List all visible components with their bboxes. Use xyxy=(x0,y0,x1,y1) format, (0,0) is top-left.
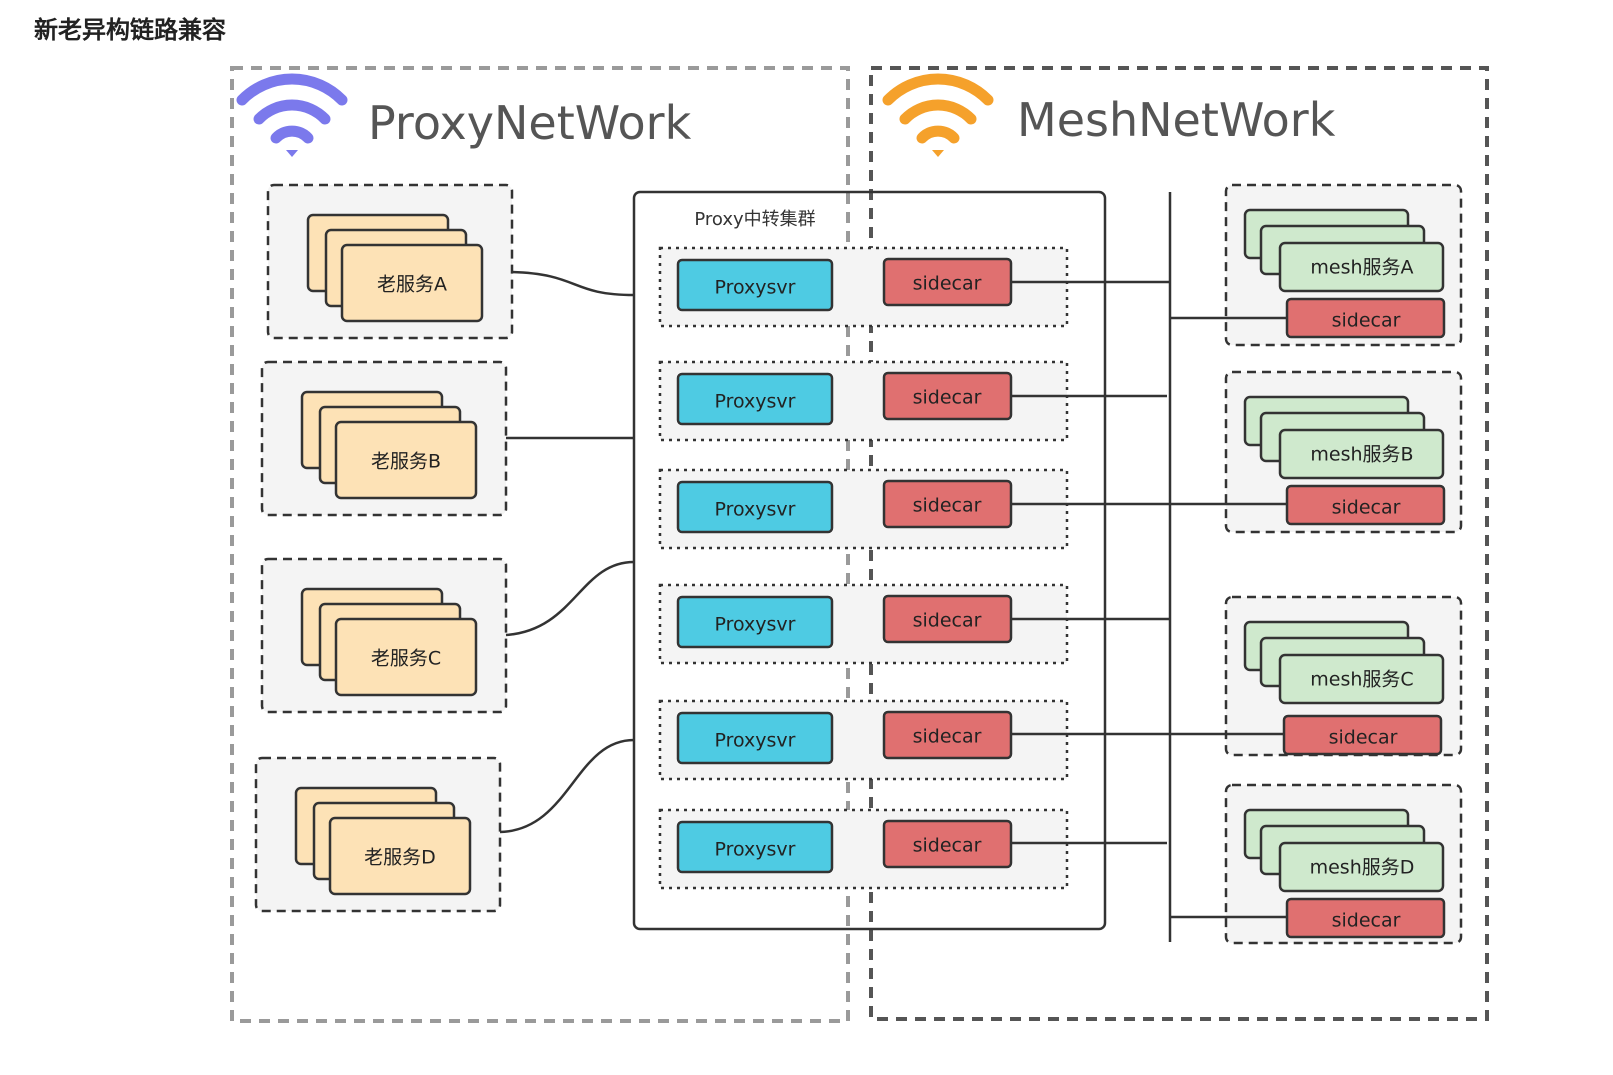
service-card-front xyxy=(1278,653,1445,705)
mesh-service-label: mesh服务D xyxy=(1310,857,1415,879)
proxy-cluster-title: Proxy中转集群 xyxy=(694,209,815,230)
connector-old-d xyxy=(499,738,635,834)
service-card-front xyxy=(328,816,472,896)
mesh-sidecar-label: sidecar xyxy=(1332,497,1401,519)
service-card-front xyxy=(1278,428,1445,480)
proxysvr-box xyxy=(676,595,834,649)
proxysvr-box xyxy=(676,258,834,312)
mesh-network-title: MeshNetWork xyxy=(1017,93,1336,147)
proxysvr-box xyxy=(676,480,834,534)
sidecar-label: sidecar xyxy=(913,273,982,295)
proxy-cluster xyxy=(632,190,1107,931)
proxysvr-label: Proxysvr xyxy=(714,730,795,752)
page-title: 新老异构链路兼容 xyxy=(34,16,226,44)
sidecar-label: sidecar xyxy=(913,835,982,857)
proxysvr-label: Proxysvr xyxy=(714,499,795,521)
connector-old-c xyxy=(505,560,635,637)
mesh-network-region xyxy=(869,66,1489,1021)
service-card-front xyxy=(1278,241,1445,293)
old-service-label: 老服务A xyxy=(377,274,447,296)
proxysvr-box xyxy=(676,372,834,426)
service-card-front xyxy=(1278,841,1445,893)
proxy-network-title: ProxyNetWork xyxy=(368,96,692,150)
old-service-label: 老服务B xyxy=(371,451,441,473)
service-card-front xyxy=(334,420,478,500)
mesh-sidecar-label: sidecar xyxy=(1332,310,1401,332)
mesh-wifi-icon xyxy=(882,73,994,157)
sidecar-label: sidecar xyxy=(913,387,982,409)
proxysvr-label: Proxysvr xyxy=(714,839,795,861)
service-card-front xyxy=(340,243,484,323)
proxy-wifi-icon xyxy=(236,73,348,157)
sidecar-label: sidecar xyxy=(913,726,982,748)
mesh-service-label: mesh服务B xyxy=(1310,444,1413,466)
mesh-service-label: mesh服务C xyxy=(1310,669,1413,691)
service-card-front xyxy=(334,617,478,697)
mesh-sidecar-label: sidecar xyxy=(1332,910,1401,932)
connector-old-a xyxy=(511,270,635,297)
old-service-label: 老服务D xyxy=(364,847,436,869)
sidecar-label: sidecar xyxy=(913,495,982,517)
sidecar-label: sidecar xyxy=(913,610,982,632)
proxysvr-label: Proxysvr xyxy=(714,614,795,636)
proxysvr-box xyxy=(676,820,834,874)
old-service-label: 老服务C xyxy=(371,648,441,670)
mesh-service-label: mesh服务A xyxy=(1310,257,1413,279)
proxysvr-label: Proxysvr xyxy=(714,391,795,413)
mesh-sidecar-label: sidecar xyxy=(1329,727,1398,749)
proxysvr-box xyxy=(676,711,834,765)
proxysvr-label: Proxysvr xyxy=(714,277,795,299)
